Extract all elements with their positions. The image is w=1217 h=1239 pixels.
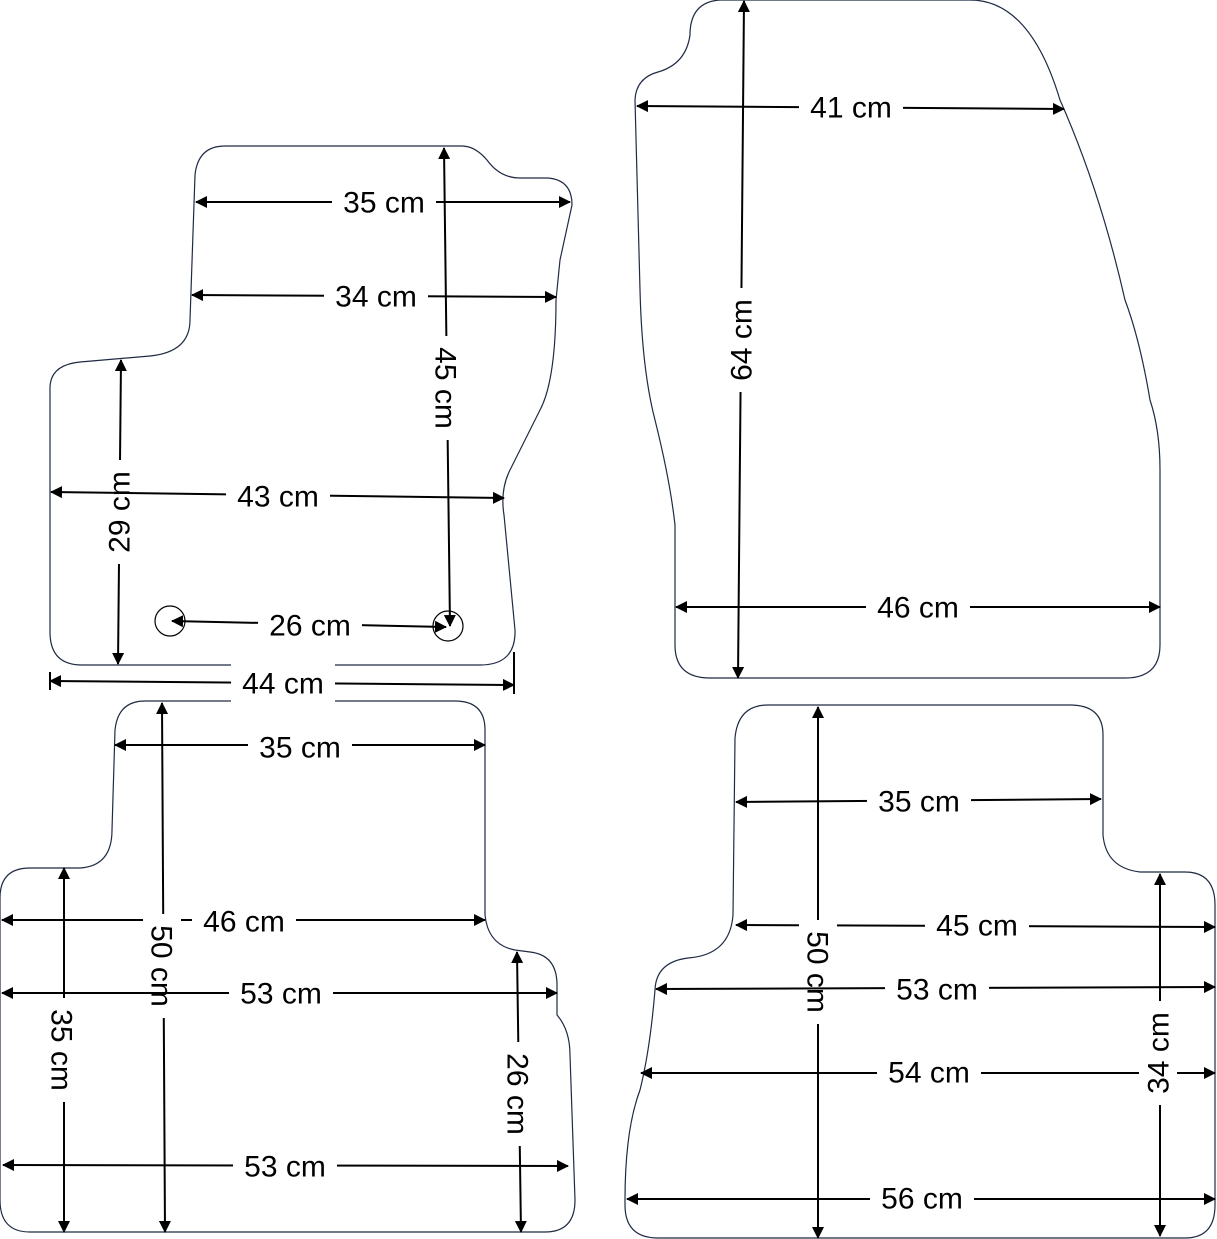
dimension-front-right-h-main: 64 cm — [722, 0, 760, 679]
front-right-mat-outline — [634, 0, 1161, 679]
dimension-rear-right-w-top: 35 cm — [735, 782, 1102, 820]
dimension-rear-left-h-right: 26 cm — [499, 951, 537, 1233]
rear-left-mat-outline — [0, 700, 576, 1233]
dimension-rear-left-w-bottom: 53 cm — [2, 1147, 569, 1185]
dimension-label: 44 cm — [242, 668, 324, 701]
dimension-label: 29 cm — [104, 471, 137, 553]
dimension-label-background — [1139, 1001, 1177, 1105]
dimension-label-background — [867, 782, 971, 820]
dimension-front-left-h-left: 29 cm — [100, 359, 138, 665]
dimension-label-background — [722, 288, 760, 392]
dimension-label: 26 cm — [501, 1053, 534, 1135]
dimension-label: 41 cm — [810, 92, 892, 125]
dimension-rear-right-h-right: 34 cm — [1139, 873, 1177, 1237]
dimension-label-background — [799, 920, 837, 1024]
dimension-label-background — [233, 1147, 337, 1185]
dimension-label: 35 cm — [45, 1009, 78, 1091]
dimension-label: 35 cm — [343, 187, 425, 220]
dimension-rear-right-w-lower2: 54 cm — [640, 1053, 1216, 1091]
dimension-rear-left-w-lower: 53 cm — [1, 974, 558, 1012]
dimension-label-background — [100, 460, 138, 564]
dimension-label: 34 cm — [335, 281, 417, 314]
dimension-front-left-h-main: 45 cm — [427, 147, 465, 627]
dimension-front-left-hole-spacing: 26 cm — [171, 606, 447, 644]
dimension-front-left-w-upper: 34 cm — [191, 277, 557, 315]
dimension-label: 45 cm — [429, 347, 462, 429]
front-left-mat-outline — [49, 145, 573, 666]
dimension-label: 54 cm — [888, 1057, 970, 1090]
dimension-front-right-w-top: 41 cm — [636, 88, 1065, 126]
dimension-label-background — [925, 906, 1029, 944]
dimension-front-left-w-bottom: 44 cm — [49, 664, 515, 702]
dimension-rear-right-h-main: 50 cm — [799, 706, 837, 1239]
dimension-label: 56 cm — [881, 1183, 963, 1216]
dimension-rear-right-w-lower: 53 cm — [655, 970, 1216, 1008]
dimension-label: 50 cm — [145, 925, 178, 1007]
dimension-front-right-w-bottom: 46 cm — [675, 588, 1161, 626]
dimension-rear-left-w-top: 35 cm — [114, 728, 486, 766]
dimension-label-background — [866, 588, 970, 626]
dimension-rear-left-h-left: 35 cm — [43, 867, 81, 1233]
dimension-label-background — [499, 1042, 537, 1146]
dimension-rear-left-w-mid: 46 cm — [1, 902, 486, 940]
dimension-label-background — [229, 974, 333, 1012]
dimension-label: 35 cm — [259, 732, 341, 765]
dimension-label: 35 cm — [878, 786, 960, 819]
dimension-label-background — [870, 1179, 974, 1217]
dimension-label-background — [877, 1053, 981, 1091]
dimension-label: 34 cm — [1143, 1012, 1176, 1094]
dimension-label: 26 cm — [269, 610, 351, 643]
dimension-label: 46 cm — [877, 592, 959, 625]
dimension-label: 43 cm — [237, 481, 319, 514]
dimension-label-background — [192, 902, 296, 940]
dimension-label: 53 cm — [244, 1151, 326, 1184]
dimension-label: 45 cm — [936, 910, 1018, 943]
dimension-rear-right-w-bottom: 56 cm — [626, 1179, 1216, 1217]
dimension-label-background — [231, 664, 335, 702]
dimension-label-background — [226, 477, 330, 515]
dimension-front-left-w-top: 35 cm — [195, 183, 571, 221]
dimension-label: 50 cm — [801, 931, 834, 1013]
dimension-label-background — [43, 998, 81, 1102]
dimension-label: 53 cm — [240, 978, 322, 1011]
dimension-label-background — [258, 606, 362, 644]
dimension-label-background — [248, 728, 352, 766]
dimension-label: 64 cm — [726, 299, 759, 381]
dimension-label-background — [324, 277, 428, 315]
dimension-front-left-w-mid: 43 cm — [50, 477, 505, 515]
dimension-label-background — [427, 336, 465, 440]
dimension-label-background — [799, 88, 903, 126]
dimension-label-background — [885, 970, 989, 1008]
dimension-label-background — [332, 183, 436, 221]
dimension-label: 46 cm — [203, 906, 285, 939]
dimension-label: 53 cm — [896, 974, 978, 1007]
